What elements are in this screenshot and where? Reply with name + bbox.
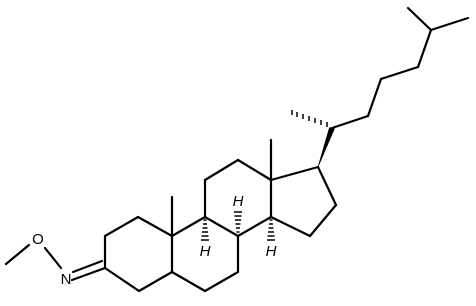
ring-d [269,165,338,238]
h-label-c14: H [266,243,277,260]
h-c9: H [200,219,211,260]
ring-b [170,215,240,293]
oxime-group: N O [4,231,107,288]
h-label-c8: H [233,193,244,210]
side-chain [291,6,470,168]
ring-c [203,158,273,238]
ring-a [103,215,174,293]
h-label-c9: H [200,243,211,260]
oxime-nitrogen-label: N [61,271,72,288]
h-c8: H [231,193,245,233]
oxime-oxygen-label: O [32,231,44,248]
h-c14: H [266,219,277,260]
